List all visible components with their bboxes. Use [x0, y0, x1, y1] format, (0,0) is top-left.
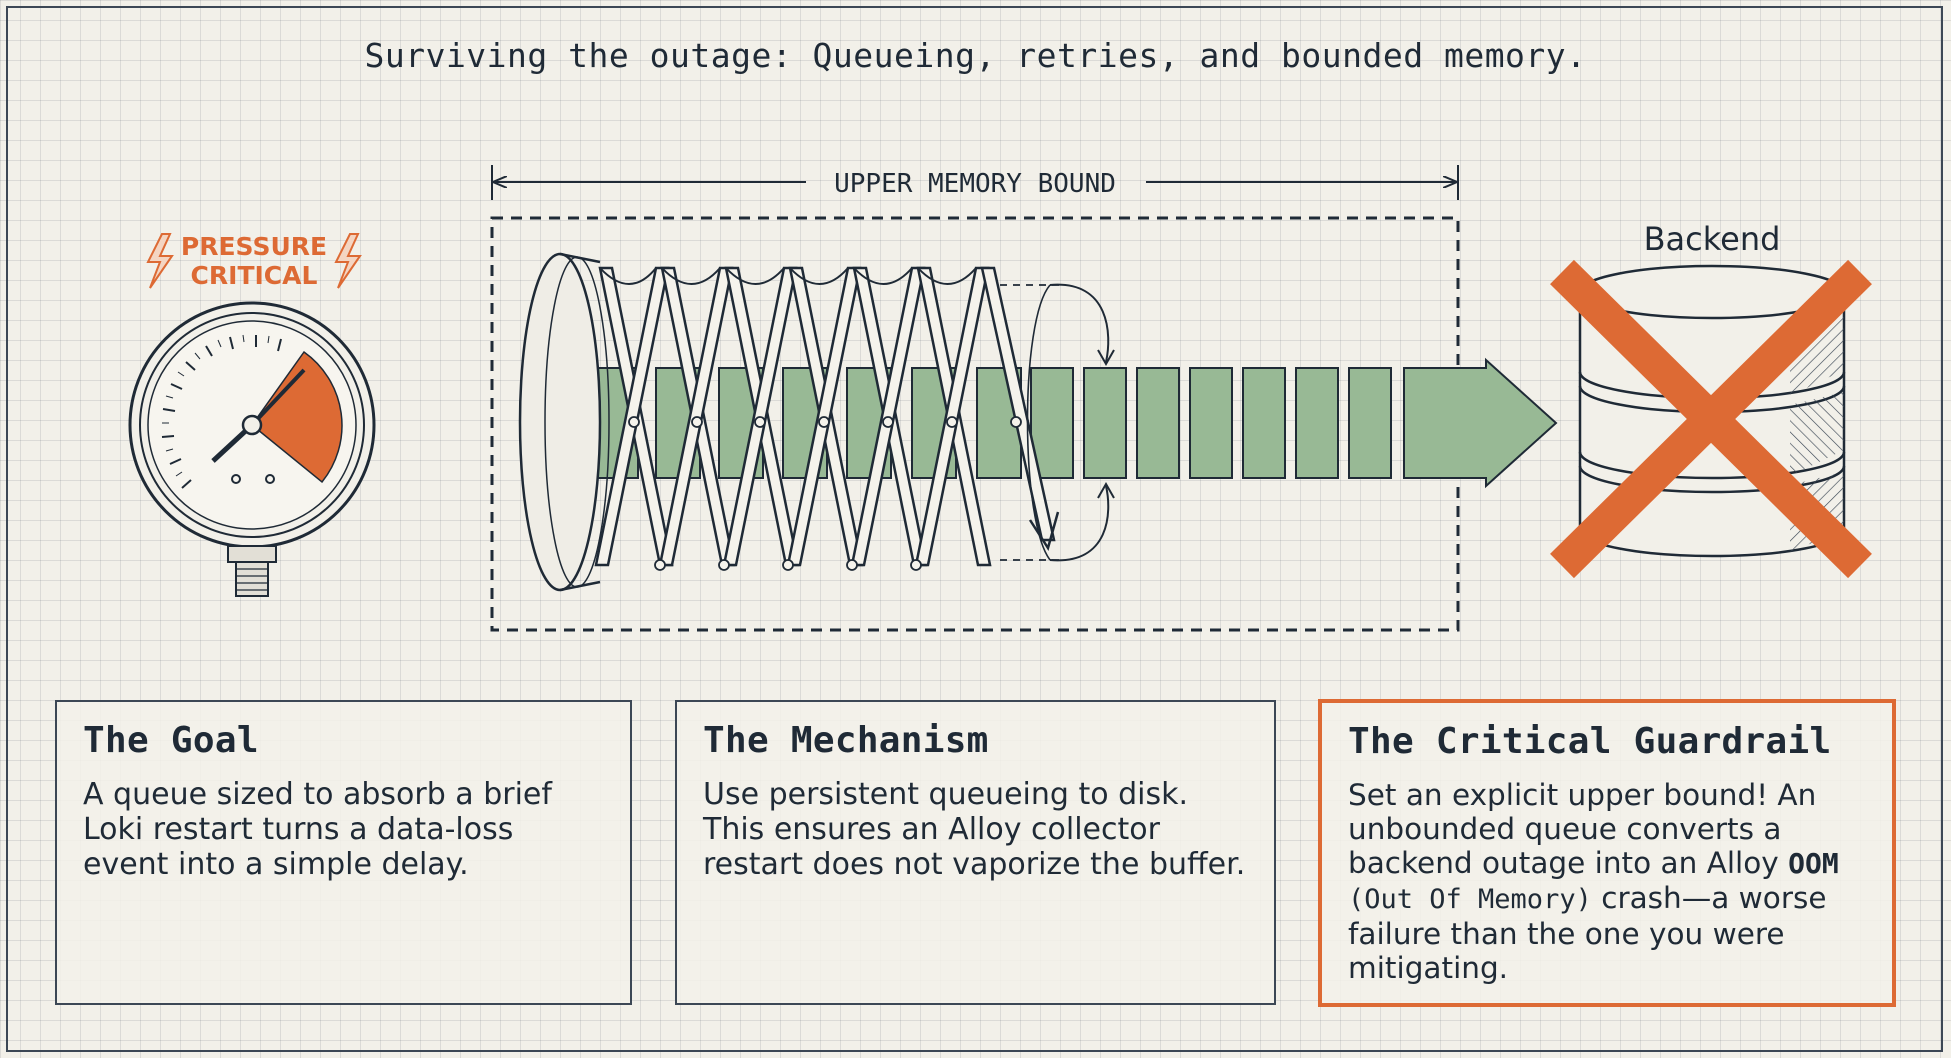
- pressure-gauge: PRESSURE CRITICAL: [128, 232, 376, 597]
- lightning-left-icon: [146, 233, 174, 289]
- accordion-buffer: [518, 252, 1115, 592]
- card-goal: The Goal A queue sized to absorb a brief…: [55, 700, 632, 1005]
- card-mechanism: The Mechanism Use persistent queueing to…: [675, 700, 1276, 1005]
- card-goal-heading: The Goal: [83, 720, 259, 761]
- gauge-needle: [250, 368, 306, 427]
- card-guardrail-body: Set an explicit upper bound! An unbounde…: [1348, 778, 1868, 985]
- queue-arrow-head: [1403, 357, 1558, 489]
- backend-label: Backend: [1644, 220, 1781, 258]
- card-guardrail: The Critical Guardrail Set an explicit u…: [1318, 699, 1896, 1007]
- guardrail-text-after: crash—a worse failure than the one you w…: [1348, 881, 1827, 985]
- guardrail-text-before: Set an explicit upper bound! An unbounde…: [1348, 778, 1817, 880]
- failure-x-icon: [1550, 259, 1872, 579]
- gauge-minor-ticks: [162, 334, 270, 477]
- gauge-danger-zone: [250, 350, 343, 484]
- card-guardrail-heading: The Critical Guardrail: [1348, 721, 1832, 762]
- card-mechanism-heading: The Mechanism: [703, 720, 989, 761]
- memory-bound-box: [490, 216, 1460, 632]
- card-mechanism-body: Use persistent queueing to disk. This en…: [703, 777, 1246, 882]
- page-title: Surviving the outage: Queueing, retries,…: [364, 36, 1587, 75]
- gauge-ticks: [161, 335, 282, 489]
- lightning-right-icon: [334, 233, 362, 289]
- upper-memory-bound: UPPER MEMORY BOUND: [491, 165, 1459, 200]
- gauge-label-pressure: PRESSURE: [181, 232, 327, 261]
- guardrail-oom-expansion: (Out Of Memory): [1348, 884, 1592, 915]
- card-goal-body: A queue sized to absorb a brief Loki res…: [83, 777, 552, 882]
- bound-label: UPPER MEMORY BOUND: [834, 169, 1116, 199]
- gauge-label-critical: CRITICAL: [191, 261, 318, 290]
- backend-database: Backend: [1550, 220, 1872, 579]
- guardrail-oom: OOM: [1788, 847, 1839, 880]
